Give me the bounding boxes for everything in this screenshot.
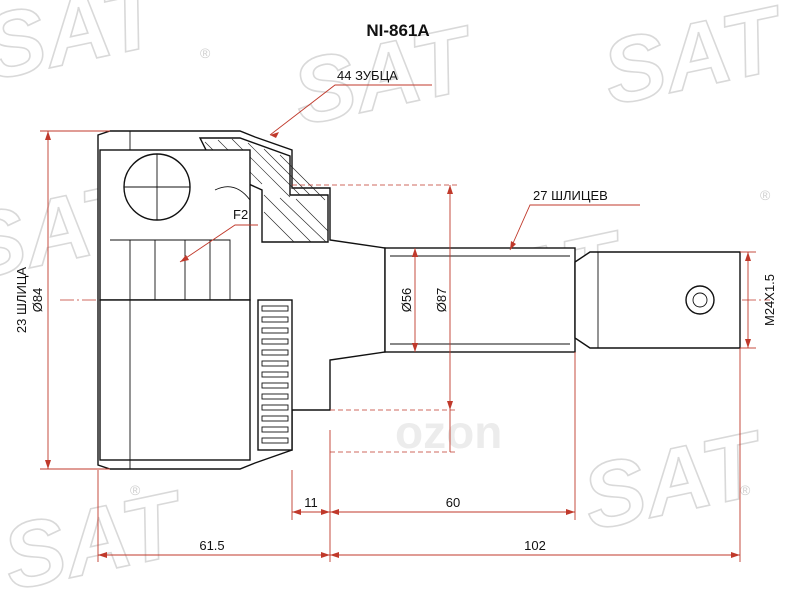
label-len-total: 102 bbox=[524, 538, 546, 553]
watermark-registered: ® bbox=[200, 45, 211, 61]
watermark-registered: ® bbox=[130, 482, 141, 498]
part-number-title: NI-861A bbox=[366, 21, 429, 40]
label-teeth: 44 ЗУБЦА bbox=[337, 68, 398, 83]
label-len-body: 61.5 bbox=[199, 538, 224, 553]
arrowheads bbox=[180, 255, 189, 262]
abs-tooth bbox=[261, 305, 289, 312]
cotter-hole-inner bbox=[692, 292, 708, 308]
label-outer-splines: 27 ШЛИЦЕВ bbox=[533, 188, 608, 203]
abs-tooth bbox=[261, 360, 289, 367]
abs-teeth bbox=[261, 305, 289, 444]
label-thread: M24X1.5 bbox=[762, 274, 777, 326]
abs-tooth bbox=[261, 404, 289, 411]
watermark-registered: ® bbox=[760, 187, 771, 203]
threaded-end bbox=[574, 251, 741, 349]
arrowheads bbox=[270, 132, 279, 138]
abs-tooth bbox=[261, 371, 289, 378]
abs-tooth bbox=[261, 349, 289, 356]
leader-teeth bbox=[269, 84, 432, 136]
leader-splines bbox=[509, 204, 640, 251]
arrowheads bbox=[510, 241, 516, 250]
abs-tooth bbox=[261, 316, 289, 323]
lower-body bbox=[99, 299, 251, 461]
stub-shaft bbox=[384, 247, 576, 353]
watermark-registered: ® bbox=[740, 482, 751, 498]
label-diameter-stub: Ø56 bbox=[399, 288, 414, 313]
dimensions-layer bbox=[40, 84, 756, 562]
label-len-ring: 11 bbox=[304, 495, 318, 510]
watermark-ozon: ozon bbox=[395, 406, 502, 458]
label-diameter-ring: Ø87 bbox=[434, 288, 449, 313]
label-diameter-body: Ø84 bbox=[30, 288, 45, 313]
label-len-shaft: 60 bbox=[446, 495, 460, 510]
cv-joint-part bbox=[97, 130, 741, 470]
abs-tooth bbox=[261, 437, 289, 444]
label-inner-splines: 23 ШЛИЦА bbox=[14, 267, 29, 333]
abs-tooth bbox=[261, 338, 289, 345]
abs-tooth bbox=[261, 415, 289, 422]
watermark-sat: SAT bbox=[594, 0, 795, 125]
label-seal-mark: F2 bbox=[233, 207, 248, 222]
abs-tooth bbox=[261, 393, 289, 400]
cotter-hole bbox=[685, 285, 715, 315]
abs-tooth bbox=[261, 382, 289, 389]
abs-tooth bbox=[261, 426, 289, 433]
watermark-sat: SAT bbox=[574, 412, 775, 550]
watermark-sat: SAT bbox=[0, 0, 175, 100]
leader-f2 bbox=[179, 224, 258, 263]
abs-tooth bbox=[261, 327, 289, 334]
inner-race bbox=[214, 186, 251, 300]
